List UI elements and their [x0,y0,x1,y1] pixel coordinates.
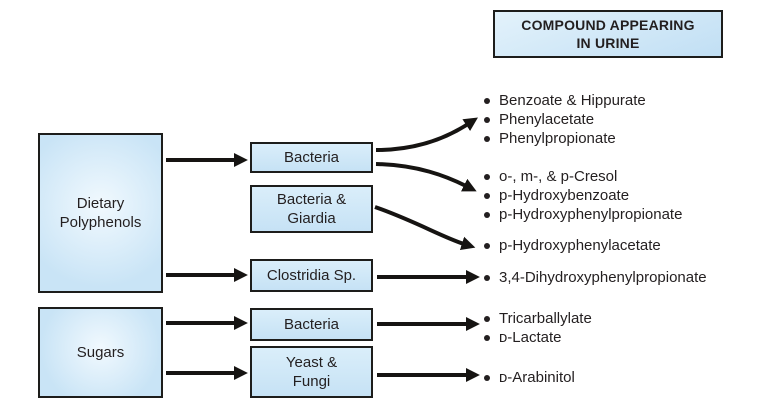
compound-group-1: Benzoate & Hippurate Phenylacetate Pheny… [484,91,646,148]
arrow-giardia-to-group3 [374,205,476,251]
compound-group-3: p-Hydroxyphenylacetate [484,236,661,255]
compound-item: Benzoate & Hippurate [484,91,646,110]
organism-label-line: Clostridia Sp. [266,267,357,284]
compound-item: Tricarballylate [484,309,592,328]
organism-box-bacteria-giardia: Bacteria & Giardia [250,185,373,233]
organism-label-line: Fungi [292,373,331,390]
organism-label-line: Bacteria [283,316,340,333]
header-line-1: COMPOUND APPEARING [521,17,695,33]
compound-group-5: Tricarballylate ᴅ-Lactate [484,309,592,347]
organism-label-line: Yeast & [285,354,338,371]
organism-box-bacteria-2: Bacteria [250,308,373,341]
organism-label-line: Bacteria & [276,191,347,208]
compound-item: 3,4-Dihydroxyphenylpropionate [484,268,707,287]
source-label-line: Dietary [76,195,125,212]
compound-item: p-Hydroxyphenylacetate [484,236,661,255]
compound-item: Phenylacetate [484,110,646,129]
source-box-sugars: Sugars [38,307,163,398]
header-line-2: IN URINE [576,35,640,51]
organism-label-line: Giardia [287,210,336,227]
compound-item: p-Hydroxybenzoate [484,186,682,205]
compound-group-2: o-, m-, & p-Cresol p-Hydroxybenzoate p-H… [484,167,682,224]
urine-compounds-header-box: COMPOUND APPEARING IN URINE [493,10,723,58]
source-label-line: Polyphenols [59,214,142,231]
organism-label-line: Bacteria [283,149,340,166]
compound-item: ᴅ-Lactate [484,328,592,347]
source-label-line: Sugars [76,344,125,361]
compound-item: p-Hydroxyphenylpropionate [484,205,682,224]
organism-box-clostridia-sp: Clostridia Sp. [250,259,373,292]
organism-box-yeast-fungi: Yeast & Fungi [250,346,373,398]
compound-group-6: ᴅ-Arabinitol [484,368,575,387]
compound-item: o-, m-, & p-Cresol [484,167,682,186]
compound-group-4: 3,4-Dihydroxyphenylpropionate [484,268,707,287]
compound-item: Phenylpropionate [484,129,646,148]
organism-box-bacteria-1: Bacteria [250,142,373,173]
arrow-bacteria-to-group2 [375,162,477,192]
source-box-dietary-polyphenols: Dietary Polyphenols [38,133,163,293]
arrow-bacteria-to-group1 [375,117,478,152]
compound-item: ᴅ-Arabinitol [484,368,575,387]
